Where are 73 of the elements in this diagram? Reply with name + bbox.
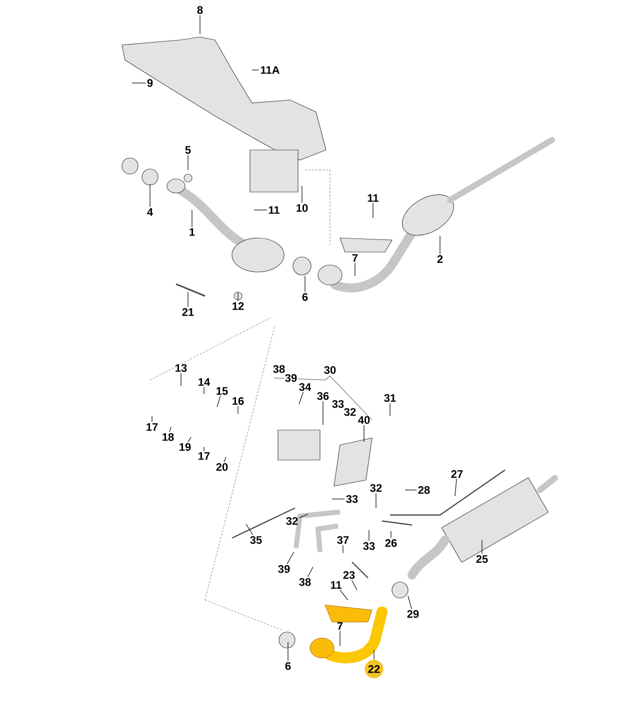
callout-number: 17 xyxy=(146,423,158,431)
callout-number: 10 xyxy=(296,204,308,212)
callout-number: 26 xyxy=(385,539,397,547)
callout-number: 12 xyxy=(232,302,244,310)
callout-number: 36 xyxy=(317,392,329,400)
callout-number: 4 xyxy=(147,208,153,216)
callout-number: 7 xyxy=(337,622,343,630)
leader-line xyxy=(132,82,146,84)
callout-number: 11 xyxy=(368,194,378,202)
leader-line xyxy=(307,566,314,578)
leader-line xyxy=(216,396,221,408)
callout-number: 28 xyxy=(418,486,430,494)
callout-number: 8 xyxy=(197,6,203,14)
leader-line xyxy=(299,514,308,518)
leader-line xyxy=(304,276,306,292)
callout-number: 11 xyxy=(268,206,280,214)
callout-number: 32 xyxy=(286,517,298,525)
callout-number: 1 xyxy=(190,228,195,236)
leader-line xyxy=(322,400,324,426)
callout-number: 39 xyxy=(284,373,298,383)
callout-number: 6 xyxy=(285,662,291,670)
callout-number: 33 xyxy=(363,542,375,550)
callout-number: 30 xyxy=(322,365,338,375)
callout-number: 38 xyxy=(272,364,286,374)
leader-line xyxy=(351,580,358,590)
callout-number: 17 xyxy=(198,452,210,460)
leader-line xyxy=(342,544,344,554)
callout-number: 32 xyxy=(342,407,358,417)
leader-line xyxy=(368,530,370,542)
callout-number: 5 xyxy=(185,146,191,154)
leader-line xyxy=(169,426,172,432)
callout-number: 13 xyxy=(176,364,187,372)
leader-line xyxy=(354,262,356,276)
callout-number: 33 xyxy=(330,399,346,409)
callout-number: 15 xyxy=(216,387,228,395)
leader-line xyxy=(390,530,392,538)
callout-number: 23 xyxy=(343,571,355,579)
callout-number: 16 xyxy=(232,397,244,405)
callout-number: 40 xyxy=(358,416,370,424)
callout-number: 25 xyxy=(476,555,488,563)
callout-number: 20 xyxy=(216,463,228,471)
callout-number: 18 xyxy=(162,433,174,441)
leader-line xyxy=(340,590,348,600)
callout-number: 11A xyxy=(260,66,280,74)
leader-line xyxy=(332,498,345,500)
callout-number: 34 xyxy=(299,383,312,391)
leader-line xyxy=(224,456,226,462)
callout-number: 21 xyxy=(182,308,194,316)
callout-number: 35 xyxy=(250,536,262,544)
callout-number: 22 xyxy=(364,660,384,678)
callout-number: 32 xyxy=(370,484,382,492)
leader-line xyxy=(286,552,294,564)
leader-line xyxy=(454,478,457,496)
leader-line xyxy=(298,392,304,404)
callout-number: 14 xyxy=(198,378,210,386)
callout-number: 9 xyxy=(147,79,153,87)
leader-line xyxy=(180,372,182,386)
leader-line xyxy=(372,202,374,218)
callout-number: 11 xyxy=(330,581,342,589)
leader-line xyxy=(408,596,412,610)
callout-number: 31 xyxy=(384,394,396,402)
callout-number: 39 xyxy=(278,565,290,573)
callout-number: 38 xyxy=(299,578,311,586)
callout-number: 2 xyxy=(437,255,443,263)
leader-line xyxy=(246,524,254,536)
leader-line xyxy=(188,436,192,442)
callout-number: 7 xyxy=(352,254,358,262)
callout-number: 19 xyxy=(180,443,191,451)
callout-number: 29 xyxy=(407,610,419,618)
callout-number: 37 xyxy=(337,536,349,544)
callout-number: 27 xyxy=(451,470,463,478)
callout-number: 33 xyxy=(346,495,358,503)
callout-number: 6 xyxy=(302,293,308,301)
